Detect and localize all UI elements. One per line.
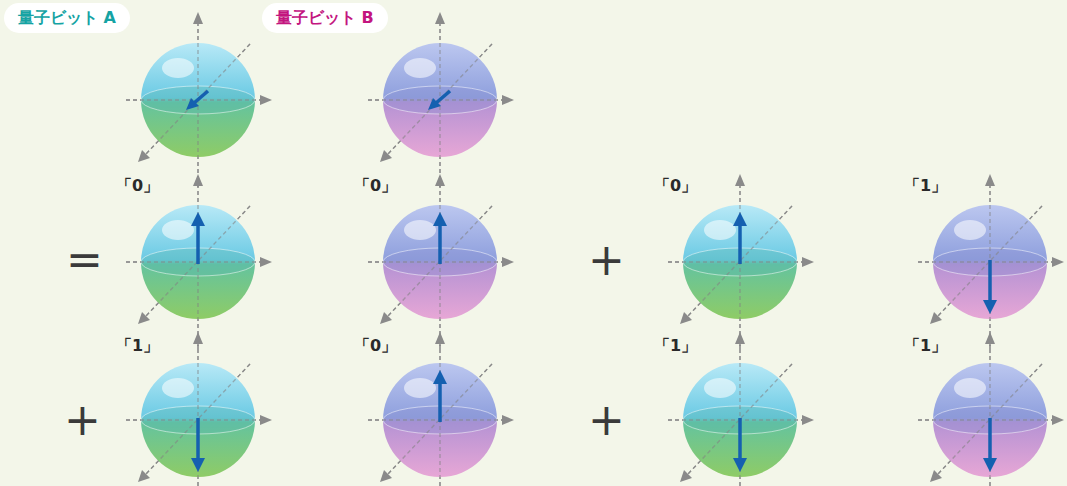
- state-label: 「0」: [354, 176, 397, 196]
- qubit-label: 量子ビット A: [4, 3, 130, 33]
- equals-sign: =: [66, 236, 103, 284]
- plus-sign: +: [588, 396, 625, 444]
- state-label: 「0」: [116, 176, 159, 196]
- state-label: 「1」: [116, 336, 159, 356]
- state-label: 「0」: [354, 336, 397, 356]
- plus-sign: +: [588, 236, 625, 284]
- qubit-name: 量子ビット B: [276, 8, 374, 27]
- qubit-label: 量子ビット B: [262, 3, 388, 33]
- state-label: 「0」: [654, 176, 697, 196]
- state-label: 「1」: [904, 336, 947, 356]
- qubit-name: 量子ビット A: [18, 8, 116, 27]
- state-label: 「1」: [654, 336, 697, 356]
- state-label: 「1」: [904, 176, 947, 196]
- plus-sign: +: [64, 396, 101, 444]
